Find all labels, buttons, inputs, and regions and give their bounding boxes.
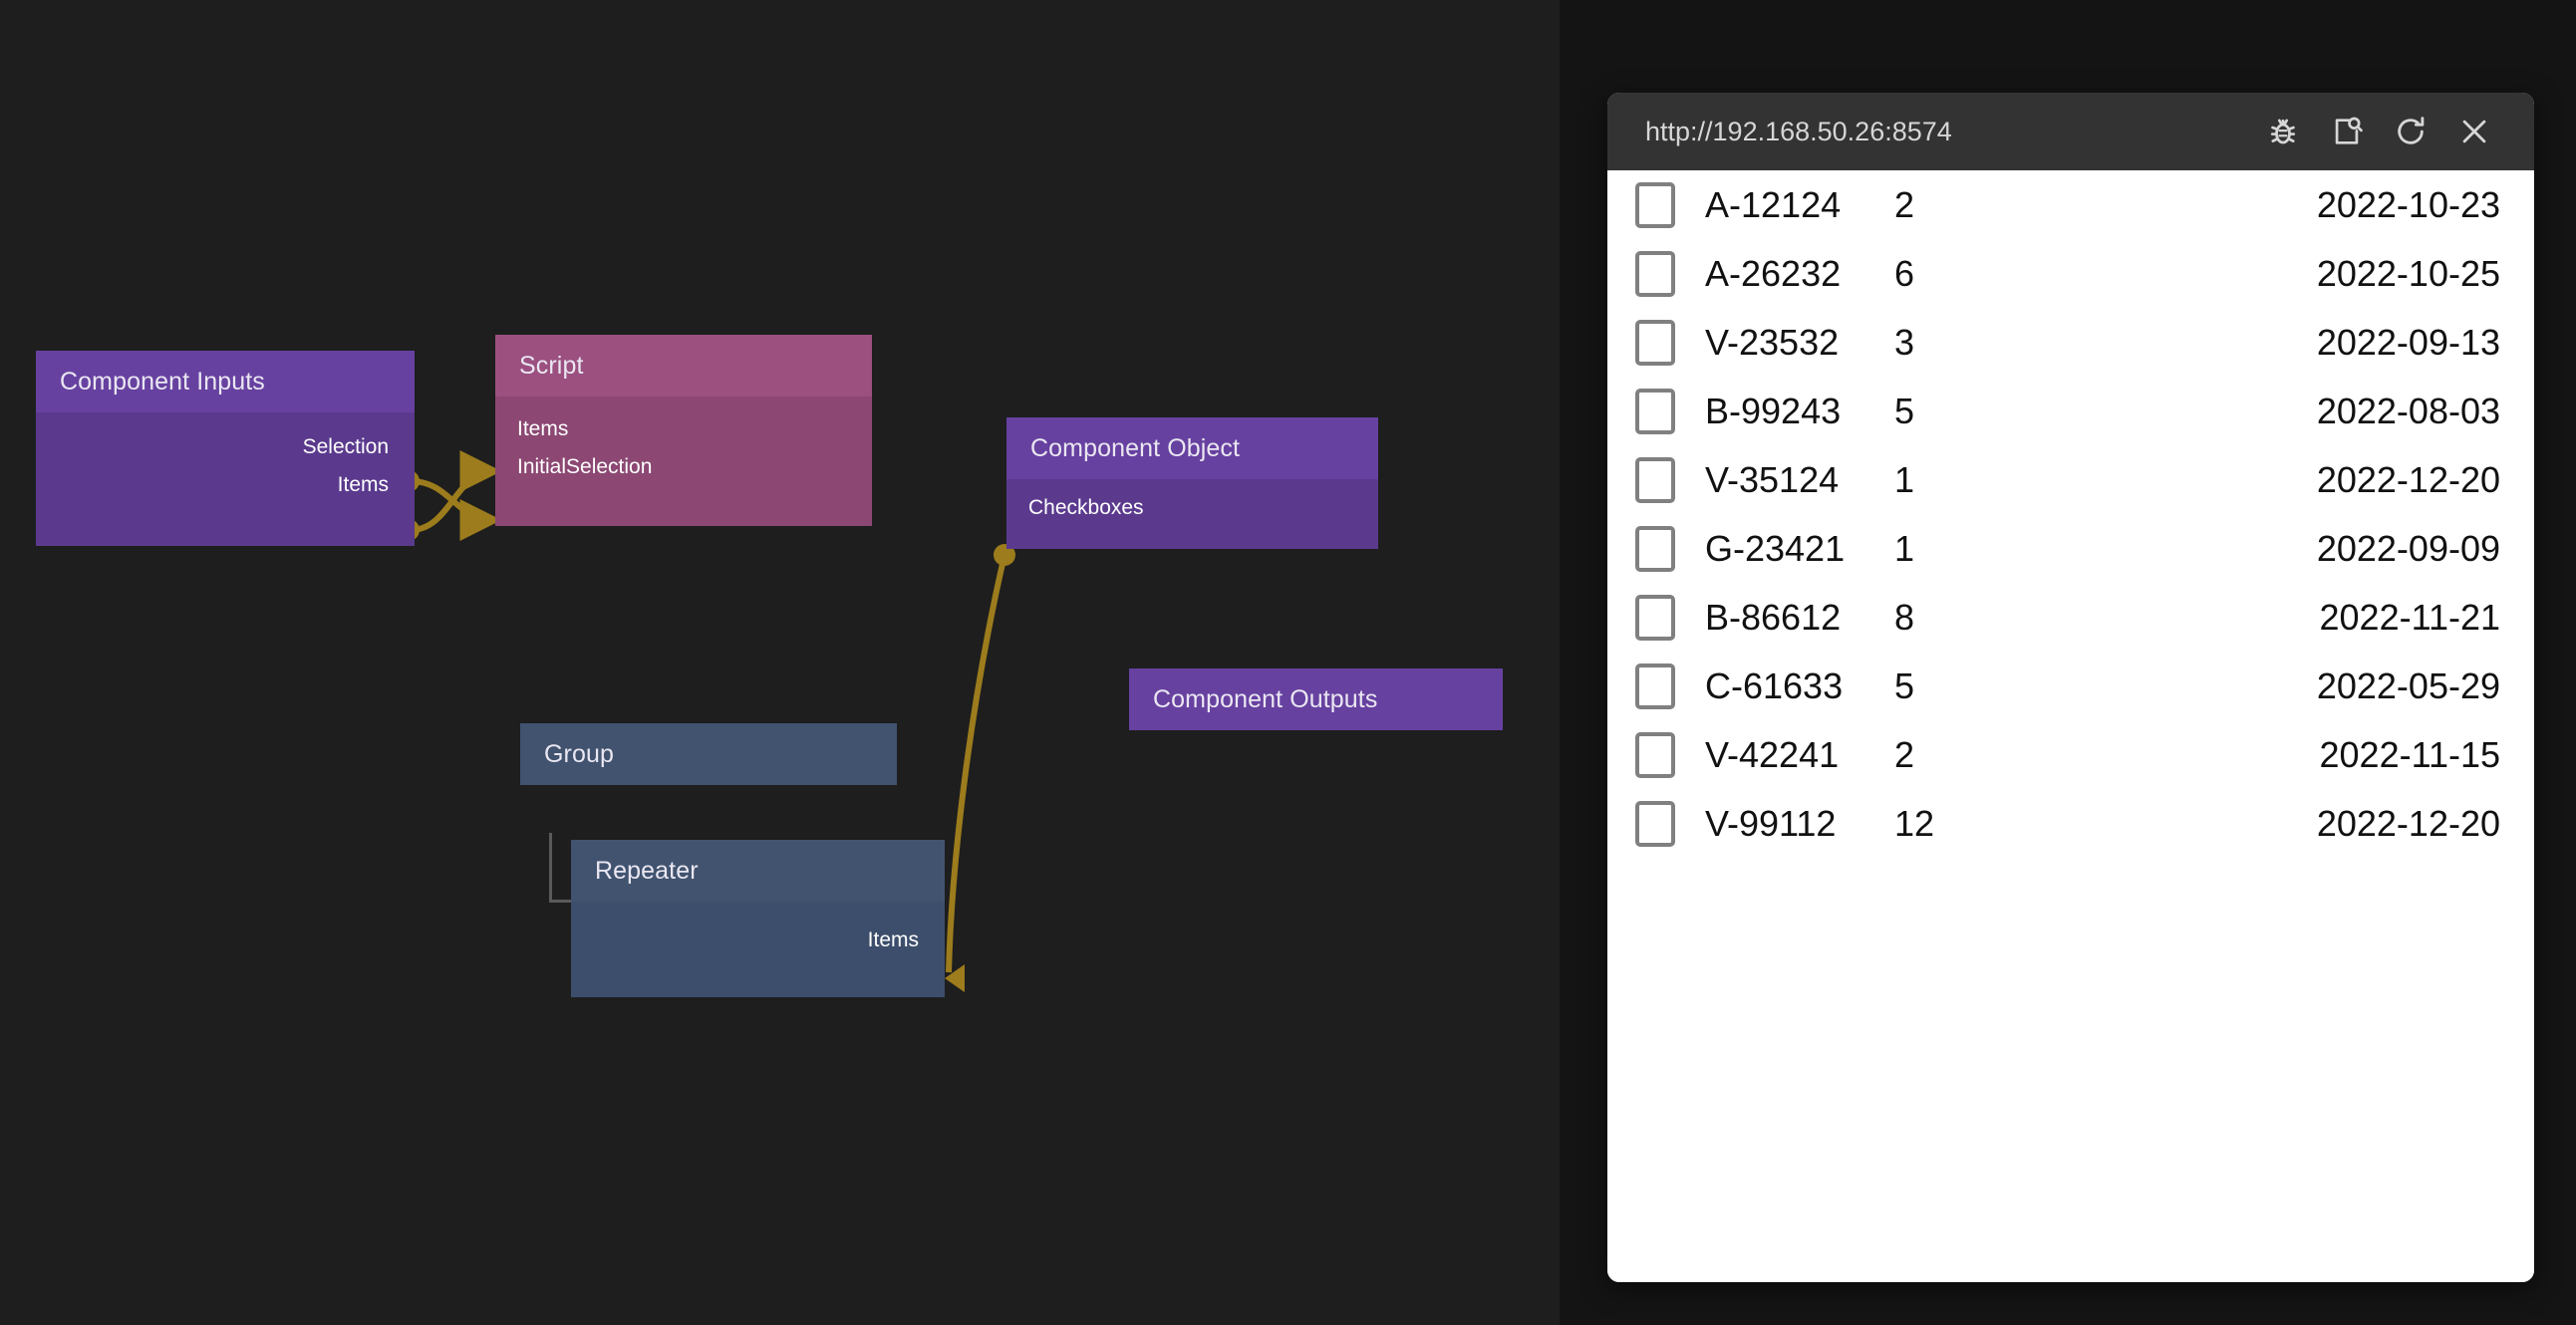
cell-id: A-12124 (1705, 183, 1842, 225)
node-component-object[interactable]: Component Object Checkboxes (1006, 417, 1378, 549)
cell-date: 2022-11-21 (2319, 596, 2500, 638)
table-row[interactable]: V-35124 1 2022-12-20 (1607, 445, 2534, 514)
preview-popup-window[interactable]: http://192.168.50.26:8574 (1607, 93, 2534, 1282)
node-title: Component Object (1006, 417, 1378, 479)
cell-quantity: 2 (1894, 183, 1915, 225)
cell-id: V-23532 (1705, 321, 1840, 363)
table-row[interactable]: V-99112 12 2022-12-20 (1607, 789, 2534, 858)
cell-quantity: 1 (1894, 527, 1915, 569)
node-ports: Items (571, 902, 945, 997)
row-checkbox[interactable] (1635, 662, 1675, 709)
cell-quantity: 1 (1894, 458, 1915, 500)
node-repeater[interactable]: Repeater Items (571, 840, 945, 997)
table-row[interactable]: B-86612 8 2022-11-21 (1607, 583, 2534, 652)
row-checkbox[interactable] (1635, 731, 1675, 778)
port-selection[interactable]: Selection (302, 435, 389, 458)
table-row[interactable]: G-23421 1 2022-09-09 (1607, 514, 2534, 583)
node-title: Component Outputs (1129, 668, 1503, 730)
bug-icon[interactable] (2251, 103, 2315, 160)
cell-date: 2022-09-09 (2316, 527, 2500, 569)
row-checkbox[interactable] (1635, 388, 1675, 434)
cell-date: 2022-08-03 (2316, 390, 2500, 431)
reload-icon[interactable] (2379, 103, 2442, 160)
cell-quantity: 8 (1894, 596, 1915, 638)
cell-quantity: 3 (1894, 321, 1915, 363)
table-row[interactable]: A-12124 2 2022-10-23 (1607, 170, 2534, 239)
node-title: Script (495, 335, 872, 397)
group-tree-connector (549, 833, 576, 903)
designer-canvas[interactable]: Component Inputs Selection Items Script … (0, 0, 1560, 1325)
table-row[interactable]: V-42241 2 2022-11-15 (1607, 720, 2534, 789)
row-checkbox[interactable] (1635, 319, 1675, 366)
cell-id: C-61633 (1705, 664, 1844, 706)
cell-id: A-26232 (1705, 252, 1842, 294)
view-source-icon[interactable] (2315, 103, 2379, 160)
cell-date: 2022-09-13 (2316, 321, 2500, 363)
row-checkbox[interactable] (1635, 525, 1675, 572)
port-items[interactable]: Items (517, 417, 569, 440)
cell-date: 2022-12-20 (2316, 802, 2500, 844)
row-checkbox[interactable] (1635, 250, 1675, 297)
cell-quantity: 2 (1894, 733, 1915, 775)
table-row[interactable]: B-99243 5 2022-08-03 (1607, 377, 2534, 445)
node-title: Repeater (571, 840, 945, 902)
cell-id: V-35124 (1705, 458, 1840, 500)
node-title: Group (520, 723, 897, 785)
cell-quantity: 5 (1894, 390, 1915, 431)
table-row[interactable]: A-26232 6 2022-10-25 (1607, 239, 2534, 308)
cell-id: G-23421 (1705, 527, 1846, 569)
row-checkbox[interactable] (1635, 456, 1675, 503)
connection-edges (398, 450, 1015, 992)
url-text[interactable]: http://192.168.50.26:8574 (1645, 116, 1952, 146)
cell-date: 2022-05-29 (2316, 664, 2500, 706)
cell-quantity: 12 (1894, 802, 1935, 844)
cell-id: B-99243 (1705, 390, 1842, 431)
port-items[interactable]: Items (867, 928, 919, 951)
node-ports: Selection Items (36, 412, 415, 546)
node-ports: Checkboxes (1006, 479, 1378, 549)
node-component-inputs[interactable]: Component Inputs Selection Items (36, 351, 415, 546)
node-group[interactable]: Group (520, 723, 897, 785)
row-checkbox[interactable] (1635, 181, 1675, 228)
table-row[interactable]: C-61633 5 2022-05-29 (1607, 652, 2534, 720)
node-script[interactable]: Script Items InitialSelection (495, 335, 872, 526)
popup-titlebar[interactable]: http://192.168.50.26:8574 (1607, 93, 2534, 170)
cell-quantity: 5 (1894, 664, 1915, 706)
port-checkboxes[interactable]: Checkboxes (1028, 496, 1144, 519)
cell-id: V-42241 (1705, 733, 1840, 775)
port-items[interactable]: Items (337, 473, 389, 496)
node-ports: Items InitialSelection (495, 397, 872, 526)
cell-date: 2022-10-25 (2316, 252, 2500, 294)
port-initialselection[interactable]: InitialSelection (517, 455, 653, 478)
cell-quantity: 6 (1894, 252, 1915, 294)
table-row[interactable]: V-23532 3 2022-09-13 (1607, 308, 2534, 377)
cell-id: V-99112 (1705, 802, 1837, 844)
node-title: Component Inputs (36, 351, 415, 412)
cell-date: 2022-11-15 (2319, 733, 2500, 775)
row-checkbox[interactable] (1635, 594, 1675, 641)
row-checkbox[interactable] (1635, 800, 1675, 847)
cell-id: B-86612 (1705, 596, 1842, 638)
node-component-outputs[interactable]: Component Outputs (1129, 668, 1503, 730)
close-icon[interactable] (2442, 103, 2506, 160)
cell-date: 2022-12-20 (2316, 458, 2500, 500)
cell-date: 2022-10-23 (2316, 183, 2500, 225)
